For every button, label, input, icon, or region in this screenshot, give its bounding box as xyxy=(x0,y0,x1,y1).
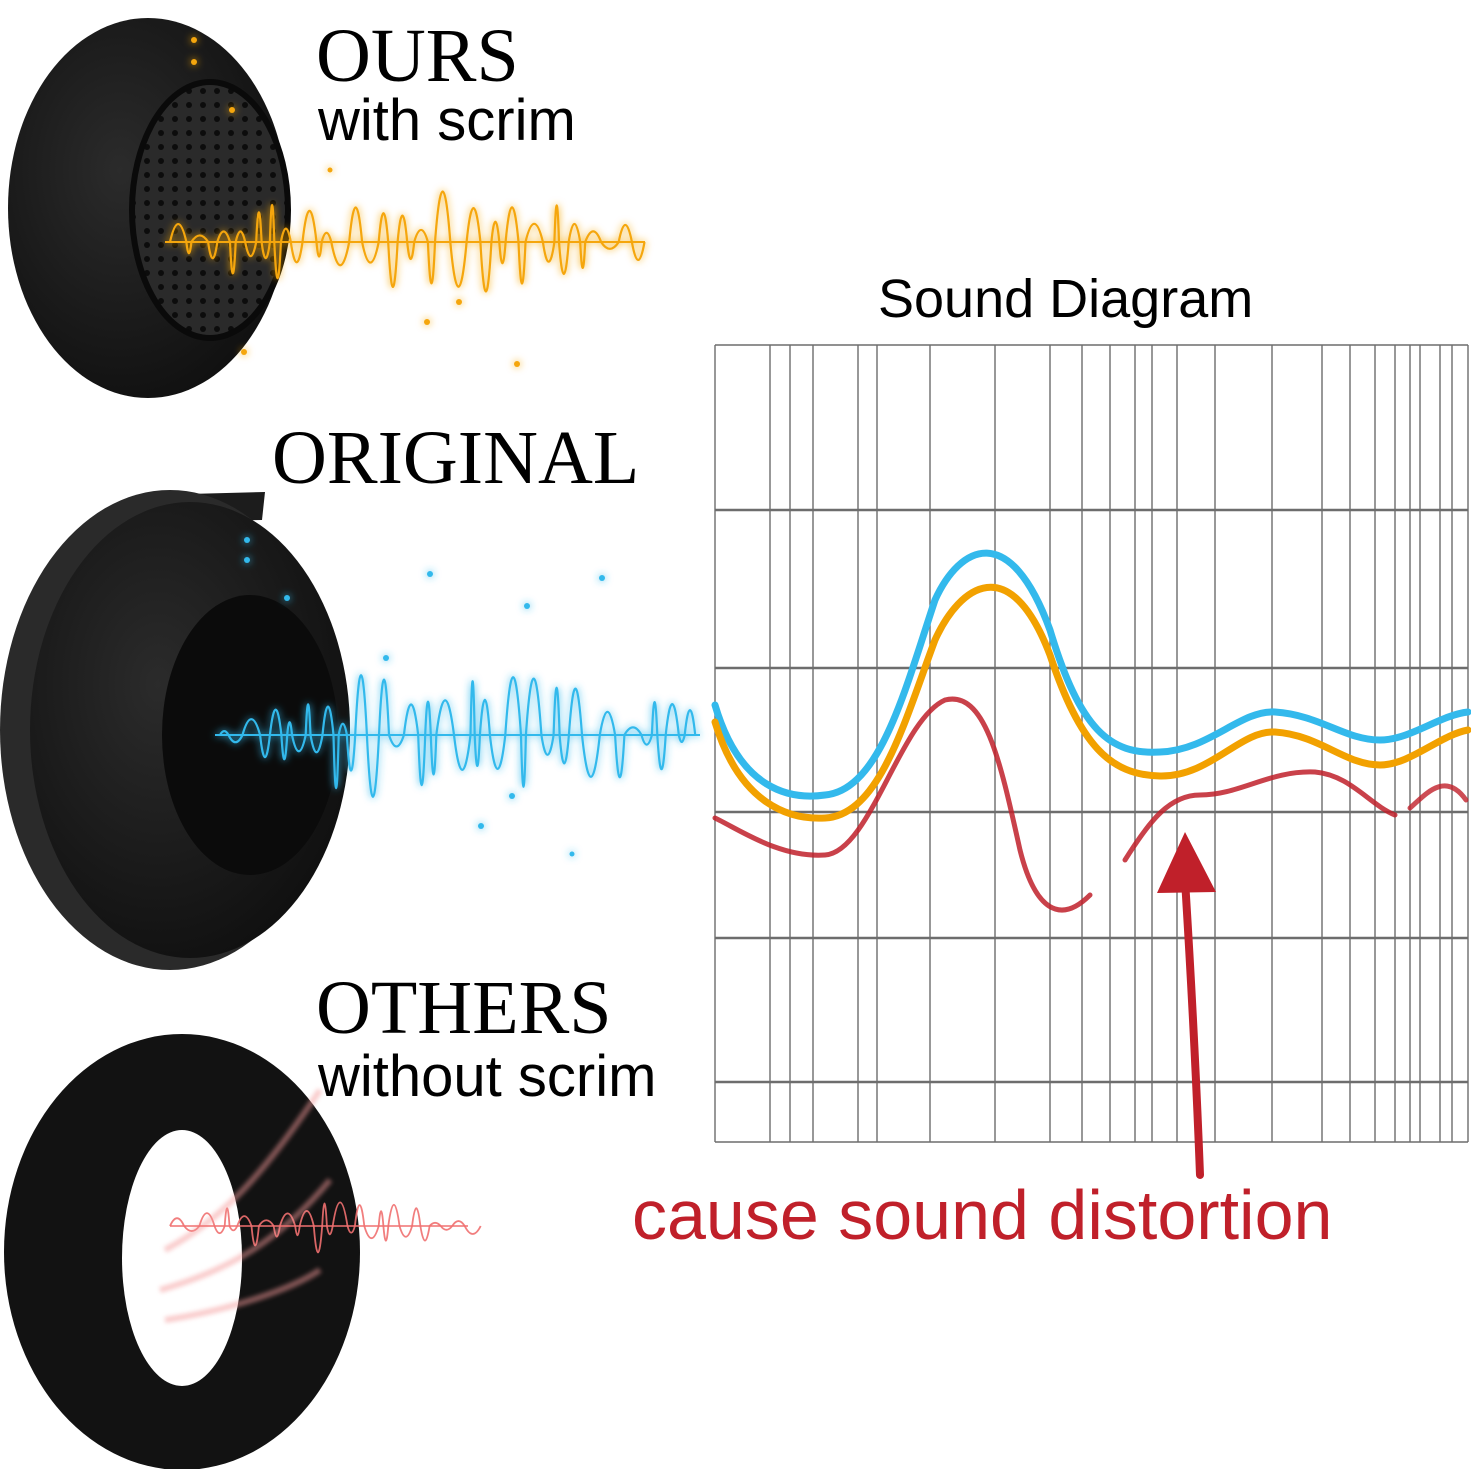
curve-others-tail xyxy=(1122,769,1398,863)
others-sound-wave xyxy=(159,1088,482,1323)
curve-original xyxy=(711,549,1471,800)
diagram-curves xyxy=(711,549,1471,913)
earpad-without-scrim-icon xyxy=(4,1034,360,1469)
ours-subtitle: with scrim xyxy=(318,88,576,153)
original-sound-wave xyxy=(215,537,700,857)
others-subtitle: without scrim xyxy=(318,1044,657,1109)
curve-others xyxy=(712,696,1093,913)
earpad-with-scrim-icon xyxy=(8,18,291,398)
arrow-up-icon xyxy=(1157,832,1216,1179)
curve-ours xyxy=(711,584,1471,822)
ours-sound-wave xyxy=(165,37,646,367)
distortion-note: cause sound distortion xyxy=(632,1176,1333,1254)
ours-title: OURS xyxy=(316,14,519,98)
sound-diagram-title: Sound Diagram xyxy=(878,269,1254,329)
others-title: OTHERS xyxy=(316,966,612,1050)
original-title: ORIGINAL xyxy=(272,416,640,500)
curve-others-end xyxy=(1407,783,1469,811)
